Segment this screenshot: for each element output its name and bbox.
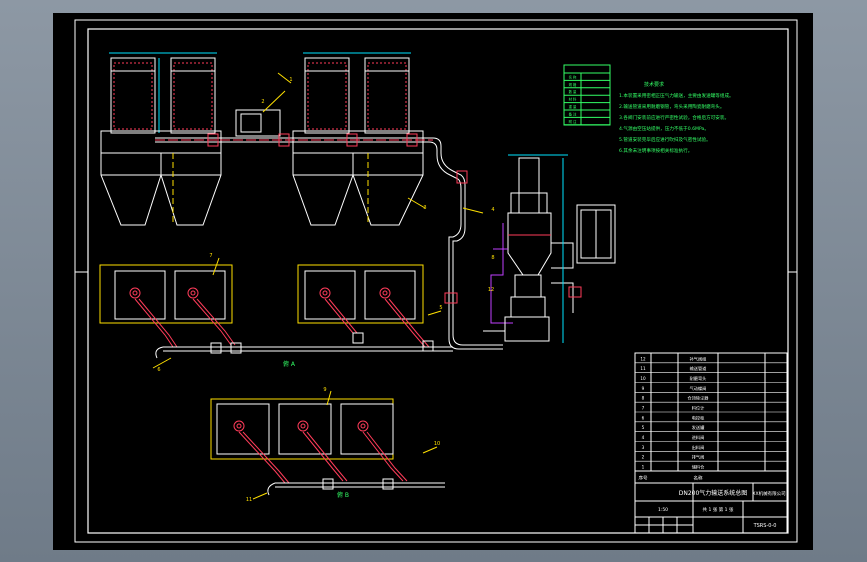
part-number-label: 10 — [434, 441, 440, 447]
control-cabinet — [576, 204, 616, 264]
bom-row-number: 3 — [642, 445, 645, 450]
note-line: 4.气源由空压站提供，压力不低于0.6MPa。 — [619, 125, 709, 132]
title-block-company: XX机械有限公司 — [752, 490, 785, 497]
bom-row-name: 进料阀 — [692, 434, 705, 441]
leader-lines-top — [262, 72, 484, 214]
bom-header-no: 序号 — [639, 475, 648, 482]
main-conveying-pipe — [155, 133, 503, 350]
bom-row-name: 发送罐 — [692, 424, 705, 431]
sheet-background — [53, 13, 813, 550]
bom-row-number: 1 — [642, 465, 645, 470]
dust-collector-4 — [364, 57, 410, 134]
part-number-label: 11 — [246, 497, 252, 503]
bom-row-name: 出料阀 — [692, 444, 705, 451]
control-box-top — [235, 109, 281, 137]
technical-notes: 技术要求 1.本装置采用密相正压气力输送，主要由发送罐等组成。 2.输送管道采用耐… — [619, 81, 734, 154]
drawing-sheet[interactable]: 名 称规 格数 量材 料重 量备 注附 注 技术要求 1.本装置采用密相正压气力… — [53, 13, 813, 550]
dust-collector-1 — [110, 57, 156, 134]
part-number-label: 5 — [439, 305, 442, 311]
part-number-label: 1 — [289, 77, 292, 83]
dust-collector-2 — [170, 57, 216, 134]
part-number-label: 3 — [423, 205, 426, 211]
bom-row-number: 4 — [642, 435, 645, 440]
part-number-label: 8 — [491, 255, 494, 261]
revision-strip — [634, 516, 694, 534]
bom-row-number: 12 — [640, 356, 646, 361]
note-line: 2.输送管道采用耐磨钢管，弯头采用陶瓷耐磨弯头。 — [619, 103, 724, 110]
plan-view-a — [99, 257, 453, 369]
bom-row-number: 2 — [642, 455, 645, 460]
bom-row-name: 电控柜 — [692, 414, 705, 421]
drawing-number: TSRS-0-0 — [753, 523, 777, 529]
bom-row-name: 补气阀组 — [690, 355, 707, 362]
bom-row-number: 5 — [642, 425, 645, 430]
plan-a-foundation-right — [297, 264, 424, 324]
outer-frame — [74, 19, 798, 543]
spec-row-label: 材 料 — [569, 97, 577, 102]
spec-row-label: 名 称 — [569, 74, 577, 79]
bom-row-number: 8 — [642, 396, 645, 401]
bom-row-name: 排气阀 — [692, 454, 705, 461]
notes-title: 技术要求 — [644, 81, 664, 88]
title-block-name: DN200气力输送系统总图 — [679, 489, 748, 497]
bom-row-name: 气动蝶阀 — [690, 385, 707, 392]
bom-row-name: 仓顶除尘器 — [688, 395, 710, 402]
bom-row-number: 11 — [640, 366, 646, 371]
bom-row-name: 输送管道 — [690, 365, 708, 372]
spec-row-label: 附 注 — [569, 119, 577, 124]
part-number-label: 4 — [491, 207, 494, 213]
view-b-label: 俯 B — [337, 491, 349, 499]
dust-collector-3 — [304, 57, 350, 134]
title-block-scale: 1:50 — [658, 507, 668, 513]
spec-row-label: 规 格 — [569, 82, 577, 87]
note-line: 6.其余未注明事项按相关标准执行。 — [619, 147, 692, 154]
bom-row-name: 料位计 — [692, 405, 705, 412]
sending-tank-assembly — [483, 154, 616, 343]
bom-row-number: 7 — [642, 406, 645, 411]
spec-row-label: 重 量 — [569, 104, 577, 109]
part-number-label: 9 — [323, 387, 326, 393]
bom-row-number: 6 — [642, 415, 645, 420]
spec-row-label: 备 注 — [569, 111, 577, 116]
bom-row-number: 10 — [640, 376, 646, 381]
plan-a-foundation-left — [99, 264, 233, 324]
spec-table: 名 称规 格数 量材 料重 量备 注附 注 — [563, 64, 611, 126]
note-line: 3.各阀门安装前应进行严密性试验，合格后方可安装。 — [619, 114, 729, 121]
title-block — [634, 482, 788, 534]
note-line: 1.本装置采用密相正压气力输送，主要由发送罐等组成。 — [619, 92, 734, 99]
bom-row-name: 耐磨弯头 — [690, 375, 707, 382]
drawing-canvas[interactable]: 名 称规 格数 量材 料重 量备 注附 注 技术要求 1.本装置采用密相正压气力… — [53, 13, 813, 550]
silo-hopper-2 — [160, 153, 222, 226]
part-number-label: 6 — [157, 367, 160, 373]
spec-row-label: 数 量 — [569, 89, 577, 94]
aux-air-pipe — [490, 223, 513, 324]
bom-row-number: 9 — [642, 386, 645, 391]
title-block-sheet: 共 1 张 第 1 张 — [703, 506, 734, 513]
view-a-label: 俯 A — [283, 360, 296, 368]
note-line: 5.管道安装完毕后应进行吹扫及气密性试验。 — [619, 136, 711, 143]
bom-row-name: 储料仓 — [692, 464, 705, 471]
part-number-label: 7 — [209, 253, 212, 259]
bom-header-name: 名称 — [694, 475, 703, 482]
part-number-label: 2 — [261, 99, 264, 105]
silo-hopper-4 — [352, 153, 424, 226]
part-number-label: 12 — [488, 287, 494, 293]
inner-frame — [87, 28, 789, 534]
plan-view-b — [210, 390, 445, 500]
